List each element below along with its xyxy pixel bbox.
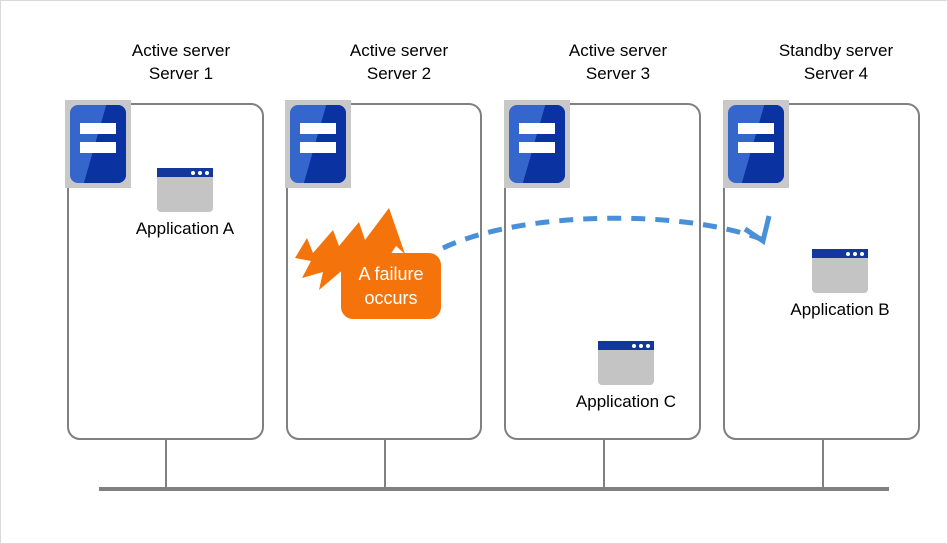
server-role-label: Standby server: [778, 41, 894, 60]
application-window-titlebar: [812, 249, 868, 258]
application-window-titlebar: [157, 168, 213, 177]
server-slot-bar: [738, 142, 774, 153]
application-window-titlebar: [598, 341, 654, 350]
application-label: Application C: [575, 392, 677, 411]
application-label: Application B: [790, 300, 890, 319]
window-dot-icon: [191, 170, 195, 175]
server-name-label: Server 2: [366, 64, 432, 83]
server-slot-bar: [300, 142, 336, 153]
server-icon: [65, 100, 131, 188]
server-slot-bar: [519, 123, 555, 134]
server-header-1: Active server Server 1: [91, 39, 271, 85]
network-bus: [99, 487, 889, 491]
server-icon: [723, 100, 789, 188]
server-icon: [504, 100, 570, 188]
network-drop-4: [822, 440, 824, 488]
application-b[interactable]: Application B: [762, 249, 918, 320]
window-dot-icon: [860, 251, 864, 256]
server-slot-bar: [80, 123, 116, 134]
server-chassis: [290, 105, 346, 183]
window-dot-icon: [846, 251, 850, 256]
server-header-2: Active server Server 2: [309, 39, 489, 85]
application-a[interactable]: Application A: [107, 168, 263, 239]
window-dot-icon: [198, 170, 202, 175]
network-drop-2: [384, 440, 386, 488]
server-role-label: Active server: [349, 41, 449, 60]
server-header-4: Standby server Server 4: [746, 39, 926, 85]
server-slot-bar: [738, 123, 774, 134]
window-dot-icon: [646, 343, 650, 348]
network-drop-3: [603, 440, 605, 488]
server-role-label: Active server: [568, 41, 668, 60]
server-header-3: Active server Server 3: [528, 39, 708, 85]
window-dot-icon: [632, 343, 636, 348]
application-window-icon: [598, 341, 654, 385]
server-icon: [285, 100, 351, 188]
server-chassis: [70, 105, 126, 183]
server-chassis: [509, 105, 565, 183]
network-drop-1: [165, 440, 167, 488]
server-chassis: [728, 105, 784, 183]
window-dot-icon: [853, 251, 857, 256]
server-slot-bar: [80, 142, 116, 153]
application-label: Application A: [135, 219, 235, 238]
server-slot-bar: [300, 123, 336, 134]
window-dot-icon: [205, 170, 209, 175]
application-c[interactable]: Application C: [548, 341, 704, 412]
server-name-label: Server 1: [148, 64, 214, 83]
window-dot-icon: [639, 343, 643, 348]
failure-label-line1: A failure: [358, 264, 424, 284]
server-name-label: Server 4: [803, 64, 869, 83]
application-window-icon: [812, 249, 868, 293]
application-window-icon: [157, 168, 213, 212]
server-slot-bar: [519, 142, 555, 153]
server-role-label: Active server: [131, 41, 231, 60]
server-name-label: Server 3: [585, 64, 651, 83]
failure-label-line2: occurs: [364, 288, 418, 308]
failure-badge[interactable]: A failure occurs: [341, 253, 441, 319]
